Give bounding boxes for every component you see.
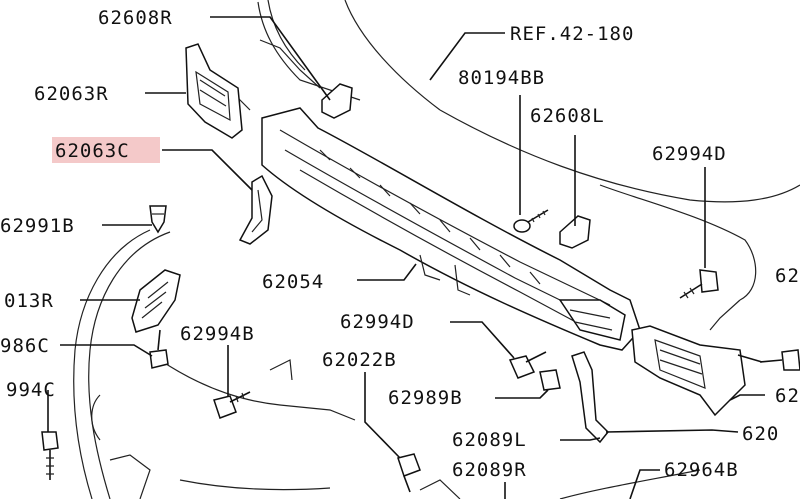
- nut-986c: [149, 329, 169, 369]
- label-62964b: 62964B: [664, 459, 739, 481]
- main-beam-62054: [261, 107, 641, 351]
- label-62994b: 62994B: [180, 323, 255, 345]
- label-62054: 62054: [262, 271, 324, 293]
- highlight-62063c: [52, 137, 160, 163]
- leader-lines: [47, 16, 765, 499]
- label-62608l: 62608L: [530, 105, 605, 127]
- callout-labels: 62608R 62063R 62063C 62991B 013R 986C 99…: [0, 7, 800, 481]
- label-62994d-right: 62994D: [652, 143, 727, 165]
- screw-80194bb: [513, 209, 549, 233]
- label-62991b: 62991B: [0, 215, 75, 237]
- nut-62989b: [539, 369, 561, 391]
- label-620-edge: 620: [742, 423, 779, 445]
- clip-62608l: [559, 215, 591, 249]
- bolt-62994b: [213, 391, 251, 419]
- label-62089r: 62089R: [452, 459, 527, 481]
- bolt-62994d-right: [679, 269, 719, 299]
- fastener-62991b: [149, 205, 167, 234]
- label-013r: 013R: [4, 290, 54, 312]
- bolt-right-edge: [759, 349, 800, 371]
- strip-62089: [571, 351, 610, 444]
- bolt-994c: [41, 431, 59, 480]
- clip-62022b: [397, 453, 421, 493]
- label-62-edge-top: 62: [775, 265, 800, 287]
- bracket-62063r: [185, 43, 243, 139]
- label-62608r: 62608R: [98, 7, 173, 29]
- bolt-62994d-center: [508, 351, 547, 379]
- label-994c: 994C: [6, 379, 56, 401]
- label-ref-42-180: REF.42-180: [510, 23, 634, 45]
- clip-62608r: [321, 83, 353, 119]
- label-62063c: 62063C: [55, 140, 130, 162]
- bracket-62063c: [238, 174, 273, 245]
- label-62063r: 62063R: [34, 83, 109, 105]
- label-62994d-center: 62994D: [340, 311, 415, 333]
- label-62022b: 62022B: [322, 349, 397, 371]
- label-986c: 986C: [0, 335, 50, 357]
- label-62089l: 62089L: [452, 429, 527, 451]
- label-62989b: 62989B: [388, 387, 463, 409]
- label-80194bb: 80194BB: [458, 67, 545, 89]
- bracket-013r: [131, 269, 181, 333]
- label-62-edge-mid: 62: [775, 385, 800, 407]
- bracket-right: [631, 325, 746, 417]
